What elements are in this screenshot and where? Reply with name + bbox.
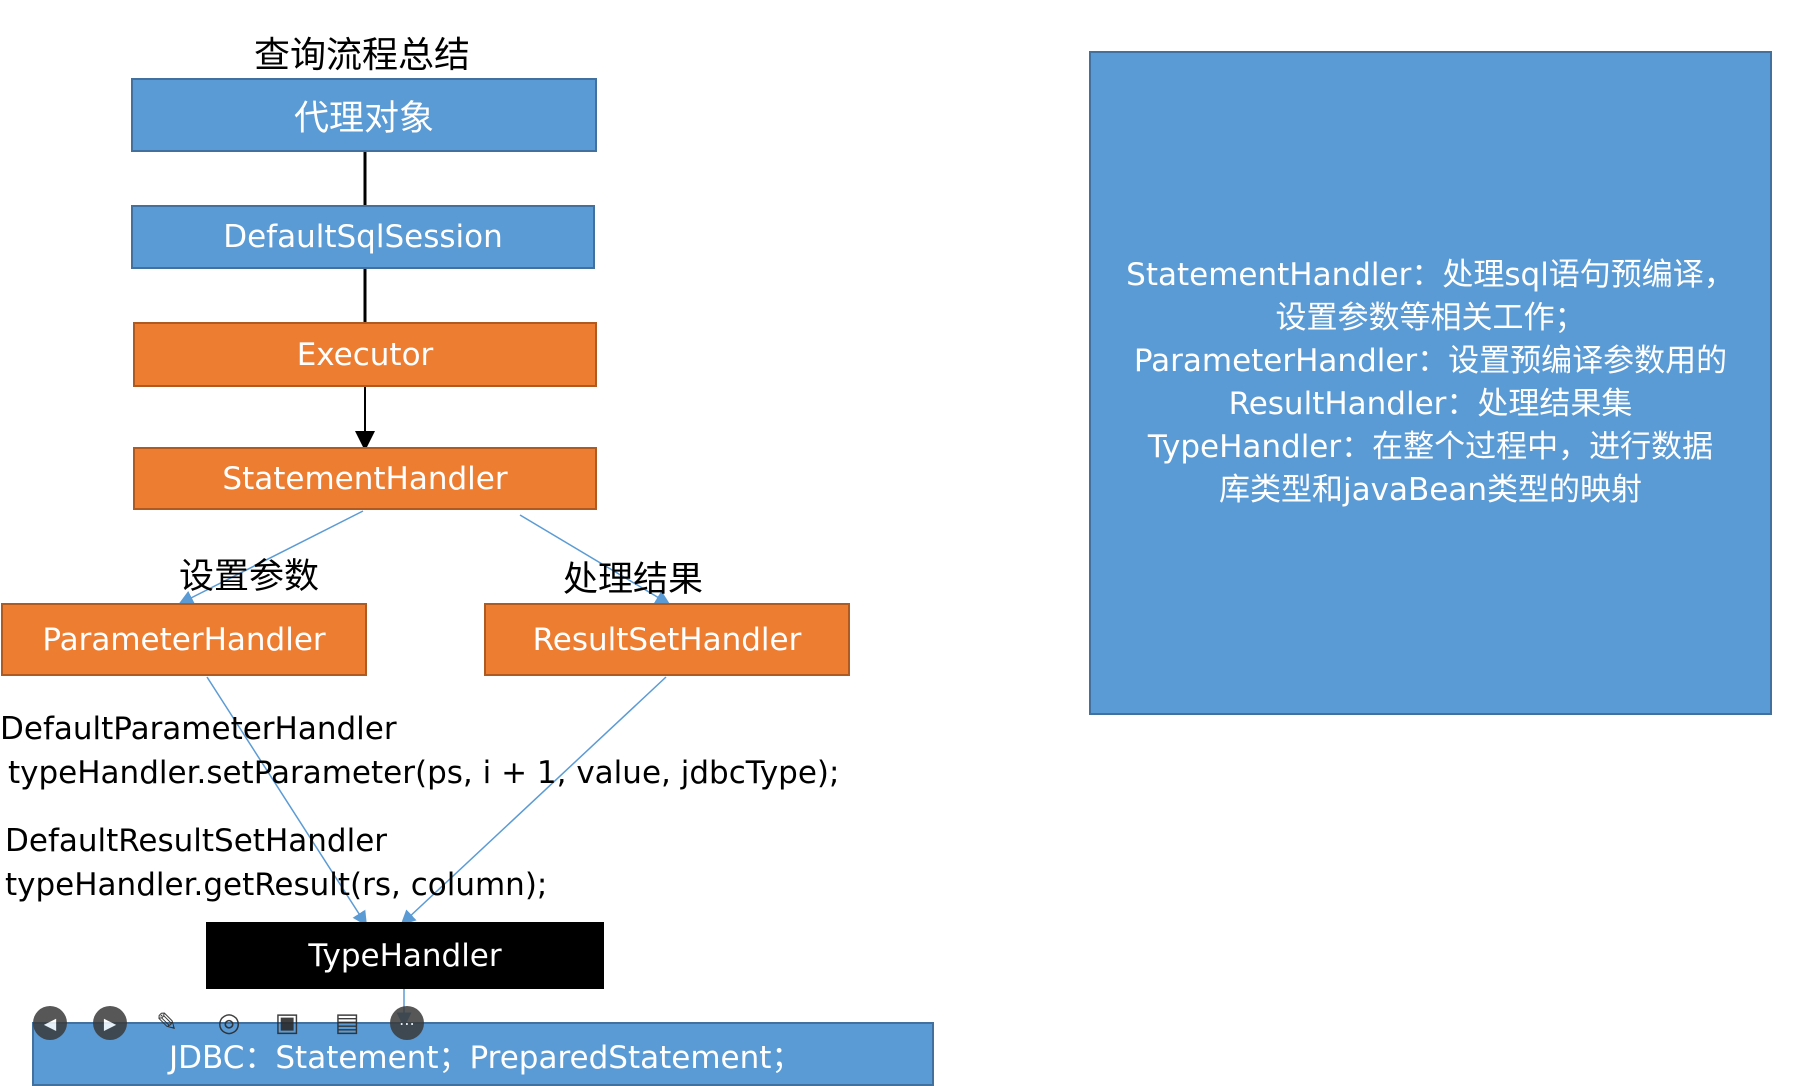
node-proxy-object: 代理对象	[131, 78, 597, 152]
code-param-class: DefaultParameterHandler	[0, 711, 397, 747]
note-line: 设置参数等相关工作；	[1275, 300, 1586, 336]
note-line: ResultHandler：处理结果集	[1228, 386, 1633, 422]
next-icon[interactable]: ▶	[93, 1006, 127, 1040]
explanation-note: StatementHandler：处理sql语句预编译， 设置参数等相关工作； …	[1089, 51, 1772, 715]
pen-icon[interactable]: ✎	[156, 1008, 178, 1038]
code-result-class: DefaultResultSetHandler	[5, 823, 388, 859]
node-statement-handler: StatementHandler	[133, 447, 597, 510]
edge-resultset-typehandler	[400, 676, 667, 926]
more-icon[interactable]: ⋯	[390, 1006, 424, 1040]
note-line: 库类型和javaBean类型的映射	[1219, 472, 1642, 508]
node-type-handler: TypeHandler	[206, 922, 604, 989]
diagram-title: 查询流程总结	[254, 35, 471, 76]
edge-parameter-typehandler	[206, 676, 368, 927]
note-line: StatementHandler：处理sql语句预编译，	[1126, 257, 1735, 293]
node-resultset-handler: ResultSetHandler	[484, 603, 850, 676]
edge-statement-resultset	[519, 514, 671, 605]
edge-statement-parameter	[178, 510, 364, 605]
focus-icon[interactable]: ◎	[217, 1008, 241, 1038]
jdbc-label: JDBC：Statement；PreparedStatement；	[169, 1039, 803, 1076]
note-line: TypeHandler：在整个过程中，进行数据	[1147, 429, 1714, 465]
previous-icon[interactable]: ◀	[33, 1006, 67, 1040]
code-param-call: typeHandler.setParameter(ps, i + 1, valu…	[8, 755, 840, 791]
subtitles-icon[interactable]: ▤	[334, 1008, 360, 1038]
label-set-params: 设置参数	[179, 557, 320, 597]
label-handle-result: 处理结果	[563, 560, 704, 600]
node-default-sql-session: DefaultSqlSession	[131, 205, 595, 269]
node-executor: Executor	[133, 322, 597, 387]
code-result-call: typeHandler.getResult(rs, column);	[5, 867, 548, 903]
node-parameter-handler: ParameterHandler	[1, 603, 367, 676]
note-line: ParameterHandler：设置预编译参数用的	[1133, 343, 1728, 379]
video-camera-icon[interactable]: ▣	[274, 1008, 300, 1038]
